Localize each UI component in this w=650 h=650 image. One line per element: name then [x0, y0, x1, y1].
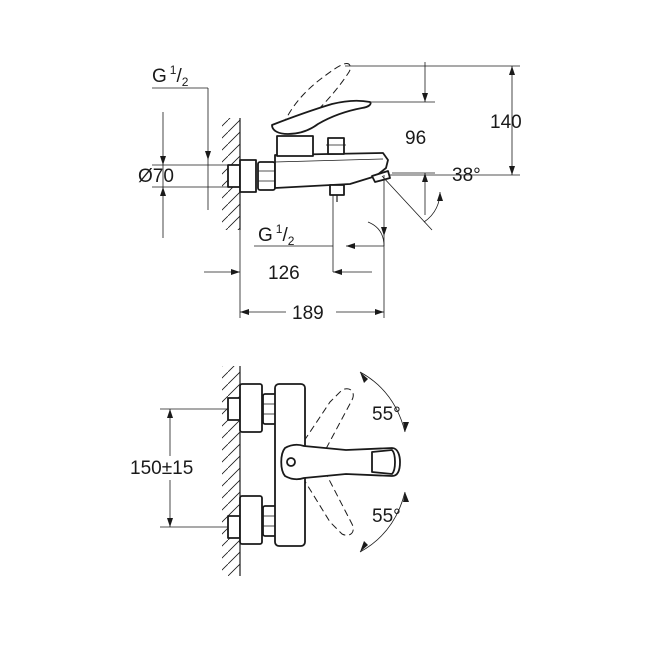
- angle-38-label: 38°: [452, 165, 481, 186]
- angle-top-arc: [359, 371, 409, 433]
- thread-bottom-dimension: [254, 195, 387, 272]
- dim-126-label: 126: [268, 263, 300, 284]
- lever-up-dashed: [297, 388, 354, 461]
- center-distance-label: 150±15: [130, 458, 193, 479]
- diameter-dimension: [152, 112, 228, 238]
- dim-96-label: 96: [405, 128, 426, 149]
- mixer-body-front: [274, 383, 401, 547]
- angle-38: [381, 175, 443, 318]
- angle-top-label: 55°: [372, 404, 401, 425]
- angle-bottom-arc: [359, 491, 409, 553]
- thread-top-dimension: [152, 87, 211, 210]
- angle-bottom-label: 55°: [372, 506, 401, 527]
- front-view: 55° 55° 150±15: [128, 366, 409, 576]
- lever-down-dashed: [297, 461, 354, 536]
- diameter-label: Ø70: [138, 166, 174, 187]
- dim-140: [345, 65, 520, 176]
- dim-126: [204, 269, 372, 275]
- dim-189-label: 189: [292, 303, 324, 324]
- mixer-body-side: [227, 99, 391, 202]
- dim-96: [370, 62, 435, 215]
- dim-140-label: 140: [490, 112, 522, 133]
- wall-side: [222, 118, 241, 318]
